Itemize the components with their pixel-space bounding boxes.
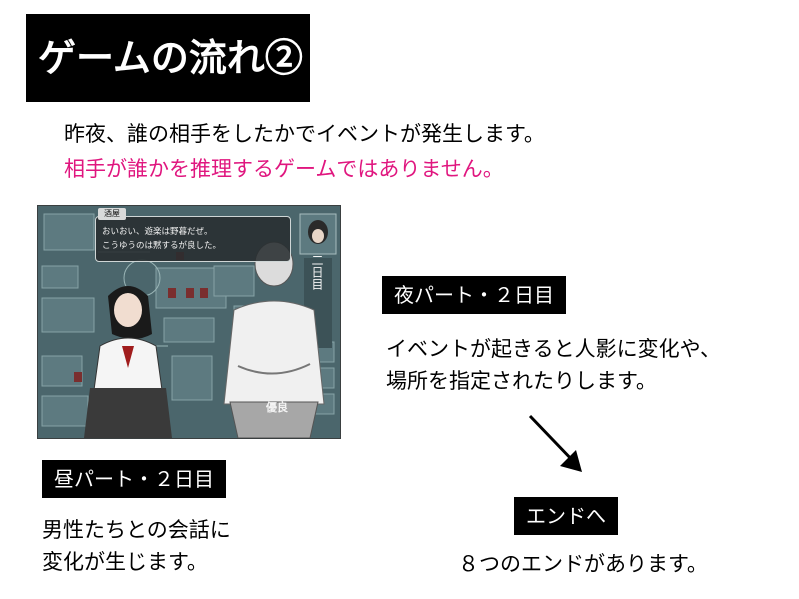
shirt-text: 優良 <box>266 401 288 414</box>
night-part-description: イベントが起きると人影に変化や、 場所を指定されたりします。 <box>386 333 721 397</box>
day-counter: 二日目 <box>310 254 324 290</box>
arrow-down-right-icon <box>528 414 582 472</box>
dialog-box: おいおい、遊楽は野暮だぜ。 こうゆうのは黙するが良した。 <box>95 216 291 262</box>
day-part-description: 男性たちとの会話に 変化が生じます。 <box>42 514 231 578</box>
page-title: ゲームの流れ② <box>26 14 310 102</box>
night-desc-line: イベントが起きると人影に変化や、 <box>386 337 721 361</box>
night-part-label: 夜パート・２日目 <box>382 276 566 314</box>
night-desc-line: 場所を指定されたりします。 <box>386 369 657 393</box>
end-label: エンドへ <box>514 497 618 535</box>
game-screenshot: おいおい、遊楽は野暮だぜ。 こうゆうのは黙するが良した。 酒屋 二日目 優良 <box>37 205 341 439</box>
end-description: ８つのエンドがあります。 <box>458 552 708 576</box>
girl-character <box>84 286 172 438</box>
intro-line: 昨夜、誰の相手をしたかでイベントが発生します。 <box>64 122 545 146</box>
day-part-label: 昼パート・２日目 <box>42 460 226 498</box>
intro-highlight-line: 相手が誰かを推理するゲームではありません。 <box>64 157 504 181</box>
day-desc-line: 変化が生じます。 <box>42 550 208 574</box>
day-desc-line: 男性たちとの会話に <box>42 518 231 542</box>
speaker-name: 酒屋 <box>98 208 126 220</box>
dialog-line: おいおい、遊楽は野暮だぜ。 <box>102 227 213 237</box>
dialog-line: こうゆうのは黙するが良した。 <box>102 241 222 251</box>
